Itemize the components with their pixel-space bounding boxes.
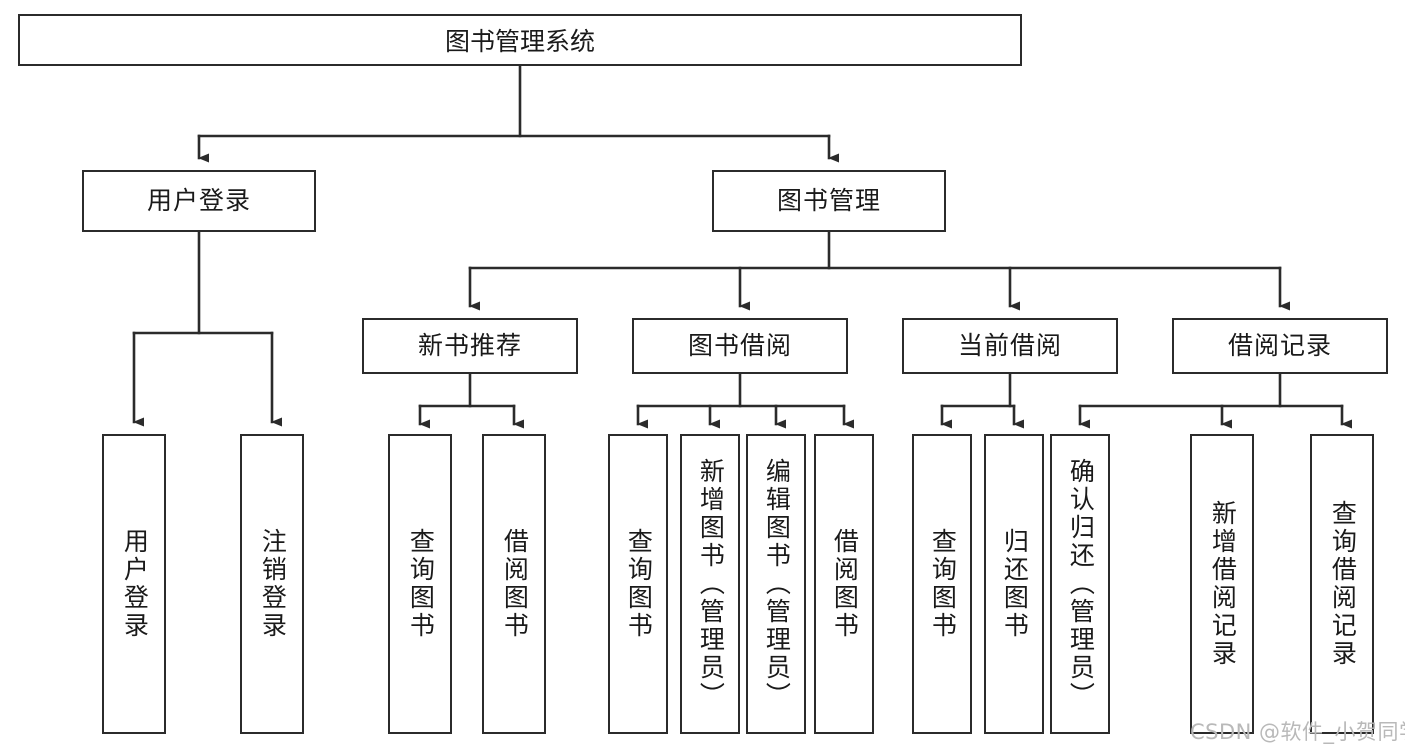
node-leaf-leaf-logout[interactable]: 注销登录	[240, 434, 304, 734]
node-leaf-leaf-query-book-1[interactable]: 查询图书	[388, 434, 452, 734]
node-label: 编辑图书（管理员）	[762, 458, 792, 710]
node-label: 借阅记录	[1227, 331, 1332, 361]
node-label: 新增图书（管理员）	[696, 458, 726, 710]
node-l2-book-manage[interactable]: 图书管理	[712, 170, 946, 232]
node-leaf-leaf-query-record[interactable]: 查询借阅记录	[1310, 434, 1374, 734]
node-label: 确认归还（管理员）	[1066, 458, 1096, 710]
node-leaf-leaf-user-login[interactable]: 用户登录	[102, 434, 166, 734]
node-leaf-leaf-borrow-book-1[interactable]: 借阅图书	[482, 434, 546, 734]
node-label: 归还图书	[1000, 528, 1030, 640]
node-label: 查询图书	[624, 528, 654, 640]
node-leaf-leaf-return-book[interactable]: 归还图书	[984, 434, 1044, 734]
node-leaf-leaf-add-record[interactable]: 新增借阅记录	[1190, 434, 1254, 734]
node-l3-current-borrow[interactable]: 当前借阅	[902, 318, 1118, 374]
node-l3-book-borrow[interactable]: 图书借阅	[632, 318, 848, 374]
node-label: 新书推荐	[417, 331, 522, 361]
node-label: 查询借阅记录	[1328, 500, 1358, 668]
node-l2-user-login[interactable]: 用户登录	[82, 170, 316, 232]
node-label: 借阅图书	[500, 528, 530, 640]
node-label: 注销登录	[258, 528, 288, 640]
node-root-system[interactable]: 图书管理系统	[18, 14, 1022, 66]
node-leaf-leaf-confirm-return[interactable]: 确认归还（管理员）	[1050, 434, 1110, 734]
node-label: 图书借阅	[687, 331, 792, 361]
node-label: 用户登录	[120, 528, 150, 640]
node-label: 查询图书	[406, 528, 436, 640]
node-label: 图书管理系统	[444, 27, 595, 56]
node-leaf-leaf-add-book[interactable]: 新增图书（管理员）	[680, 434, 740, 734]
node-leaf-leaf-query-book-3[interactable]: 查询图书	[912, 434, 972, 734]
node-leaf-leaf-edit-book[interactable]: 编辑图书（管理员）	[746, 434, 806, 734]
node-l3-borrow-record[interactable]: 借阅记录	[1172, 318, 1388, 374]
node-l3-new-book-rec[interactable]: 新书推荐	[362, 318, 578, 374]
node-leaf-leaf-borrow-book-2[interactable]: 借阅图书	[814, 434, 874, 734]
node-label: 新增借阅记录	[1208, 500, 1238, 668]
node-label: 借阅图书	[830, 528, 860, 640]
node-label: 图书管理	[776, 186, 881, 216]
node-label: 查询图书	[928, 528, 958, 640]
node-label: 当前借阅	[957, 331, 1062, 361]
node-label: 用户登录	[146, 186, 251, 216]
node-leaf-leaf-query-book-2[interactable]: 查询图书	[608, 434, 668, 734]
